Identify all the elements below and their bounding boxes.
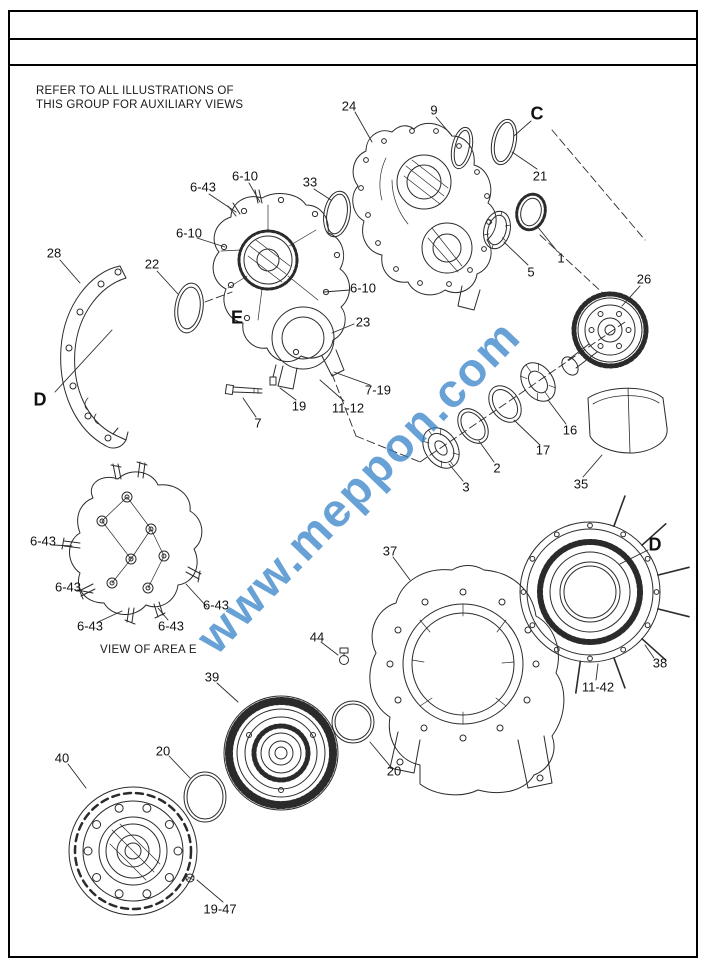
callout-23: 23	[355, 314, 371, 330]
callout-39: 39	[204, 669, 220, 685]
drive-plate-38	[519, 495, 690, 694]
seal-ring-21	[490, 118, 518, 166]
bolt-7	[224, 384, 263, 396]
view-of-area-e-label: VIEW OF AREA E	[100, 644, 197, 656]
title-block-row-1	[10, 12, 696, 40]
adapter-40	[68, 786, 198, 916]
callout-6-43: 6-43	[157, 618, 185, 634]
callout-22: 22	[144, 256, 160, 272]
front-housing-area-e	[212, 189, 350, 390]
callout-17: 17	[535, 442, 551, 458]
flywheel-housing-37	[369, 565, 565, 796]
callout-c: C	[530, 103, 544, 124]
callout-9: 9	[430, 102, 438, 118]
callout-28: 28	[46, 245, 62, 261]
callout-d: D	[648, 534, 662, 555]
callout-7-19: 7-19	[364, 382, 392, 398]
seal-22	[174, 282, 204, 334]
callout-6-10: 6-10	[231, 168, 259, 184]
callout-6-43: 6-43	[202, 597, 230, 613]
callout-6-43: 6-43	[76, 618, 104, 634]
callout-20: 20	[386, 763, 402, 779]
plug-44	[339, 647, 349, 665]
callout-6-43: 6-43	[54, 579, 82, 595]
stud-19	[269, 364, 277, 386]
seal-ring-9	[450, 126, 474, 170]
bearing-16	[520, 362, 556, 402]
callout-35: 35	[573, 476, 589, 492]
callout-7: 7	[254, 415, 262, 431]
callout-11-12: 11-12	[331, 400, 365, 416]
o-ring-20-left	[183, 771, 227, 823]
callout-33: 33	[302, 174, 318, 190]
callout-24: 24	[341, 98, 357, 114]
callout-e: E	[230, 307, 244, 328]
callout-37: 37	[382, 543, 398, 559]
callout-40: 40	[54, 750, 70, 766]
callout-20: 20	[155, 743, 171, 759]
bearing-5	[483, 210, 511, 250]
note-line-1: REFER TO ALL ILLUSTRATIONS OF	[36, 85, 234, 97]
callout-3: 3	[462, 479, 470, 495]
callout-38: 38	[652, 655, 668, 671]
callout-6-10: 6-10	[175, 225, 203, 241]
auxiliary-views-note: REFER TO ALL ILLUSTRATIONS OF THIS GROUP …	[36, 84, 243, 112]
callout-2: 2	[493, 460, 501, 476]
damper-39	[223, 695, 339, 811]
callout-19-47: 19-47	[203, 901, 237, 917]
callout-26: 26	[636, 271, 652, 287]
seal-33	[323, 190, 351, 238]
gasket-28	[60, 265, 129, 449]
callout-11-42: 11-42	[581, 679, 615, 695]
ring-17	[488, 385, 522, 423]
title-block-row-2	[10, 40, 696, 66]
callout-6-43: 6-43	[189, 179, 217, 195]
page-frame	[8, 10, 698, 958]
note-line-2: THIS GROUP FOR AUXILIARY VIEWS	[36, 99, 244, 111]
bearing-3	[422, 427, 460, 469]
axis-lines	[204, 129, 646, 463]
callout-5: 5	[527, 264, 535, 280]
aux-housing-view-e	[61, 461, 203, 625]
ring-2	[457, 408, 489, 444]
spline-ring-1	[515, 192, 547, 232]
callout-6-43: 6-43	[29, 533, 57, 549]
callout-1: 1	[557, 250, 565, 266]
callout-19: 19	[291, 398, 307, 414]
callout-d: D	[33, 389, 47, 410]
callout-6-10: 6-10	[349, 280, 377, 296]
o-ring-20-right	[331, 700, 375, 744]
gear-26	[561, 291, 649, 376]
callout-44: 44	[309, 629, 325, 645]
callout-21: 21	[532, 168, 548, 184]
guard-35	[587, 387, 668, 454]
callout-16: 16	[562, 422, 578, 438]
